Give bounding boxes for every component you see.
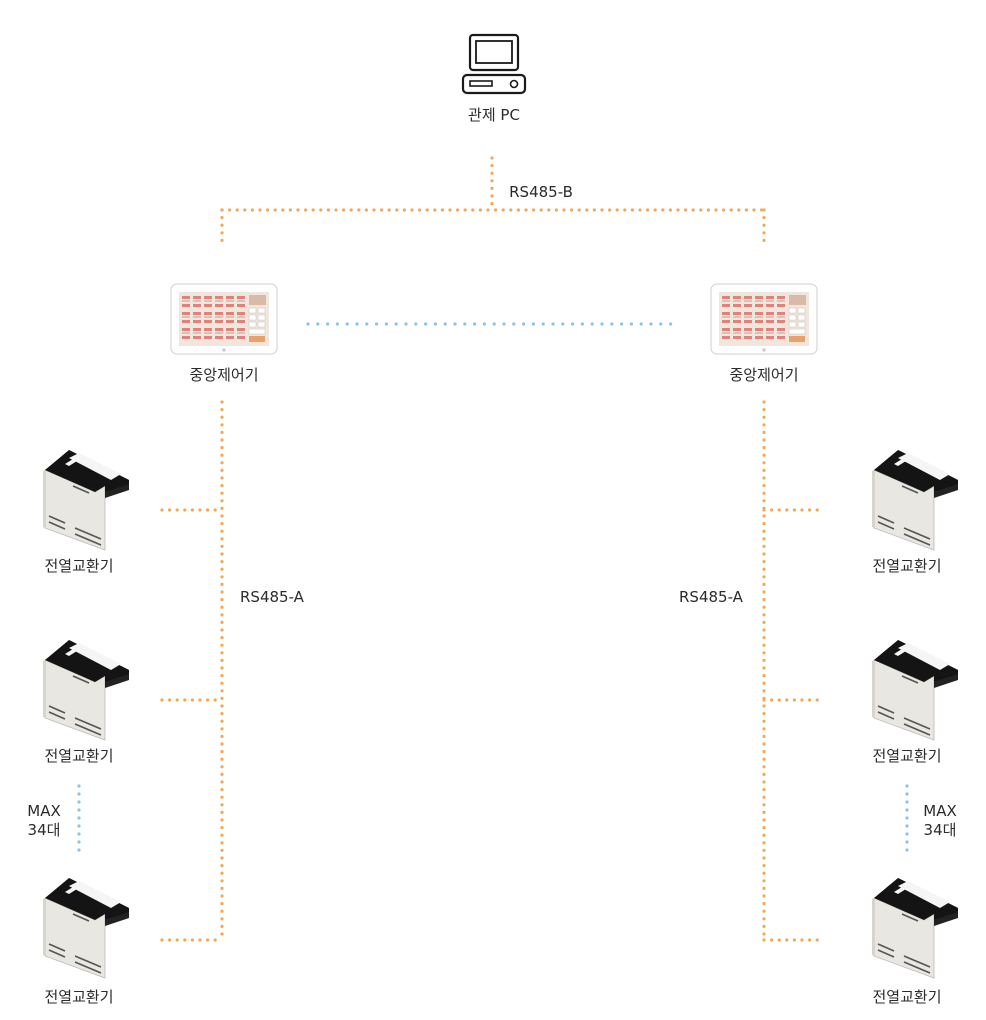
central-controller-right bbox=[710, 283, 818, 355]
left-max-line1: MAX bbox=[27, 802, 61, 820]
right-max-note: MAX 34대 bbox=[923, 802, 956, 840]
heat-exchanger-left-3 bbox=[42, 877, 130, 979]
left-max-line2: 34대 bbox=[27, 821, 61, 839]
controller-left-label: 중앙제어기 bbox=[189, 366, 259, 384]
rs485-a-right-label: RS485-A bbox=[679, 588, 743, 606]
unit-right-3-label: 전열교환기 bbox=[872, 988, 942, 1006]
rs485-a-right-line bbox=[762, 400, 826, 942]
rs485-b-label: RS485-B bbox=[509, 183, 573, 201]
right-max-line2: 34대 bbox=[923, 821, 957, 839]
unit-right-1-label: 전열교환기 bbox=[872, 557, 942, 575]
heat-exchanger-right-2 bbox=[871, 639, 959, 741]
rs485-a-left-line bbox=[160, 400, 224, 942]
heat-exchanger-right-3 bbox=[871, 877, 959, 979]
unit-left-3-label: 전열교환기 bbox=[44, 988, 114, 1006]
unit-left-1-label: 전열교환기 bbox=[44, 557, 114, 575]
central-controller-left bbox=[170, 283, 278, 355]
rs485-a-left-label: RS485-A bbox=[240, 588, 304, 606]
heat-exchanger-right-1 bbox=[871, 449, 959, 551]
pc-label: 관제 PC bbox=[468, 106, 520, 124]
controller-right-label: 중앙제어기 bbox=[729, 366, 799, 384]
rs485-b-line bbox=[220, 156, 766, 244]
unit-right-2-label: 전열교환기 bbox=[872, 747, 942, 765]
unit-left-2-label: 전열교환기 bbox=[44, 747, 114, 765]
heat-exchanger-left-2 bbox=[42, 639, 130, 741]
left-max-note: MAX 34대 bbox=[27, 802, 60, 840]
heat-exchanger-left-1 bbox=[42, 449, 130, 551]
pc-icon bbox=[461, 33, 527, 95]
right-max-line1: MAX bbox=[923, 802, 957, 820]
